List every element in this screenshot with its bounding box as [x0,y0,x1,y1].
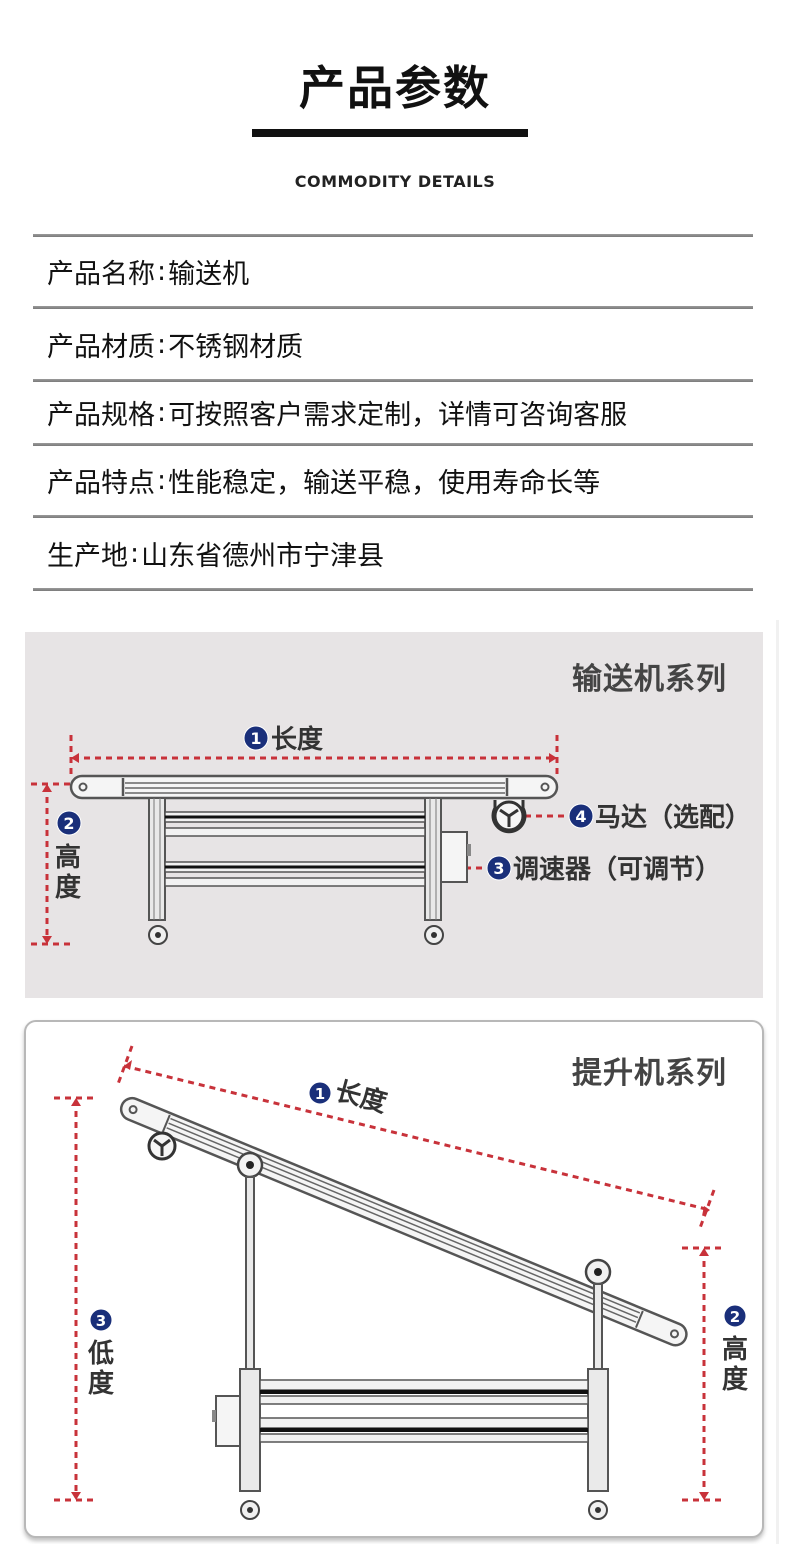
spec-separator: : [157,465,167,496]
spec-value: 性能稳定，输送平稳，使用寿命长等 [168,468,601,499]
badge-num: 3 [493,859,504,878]
conveyor-diagram-panel: 输送机系列 [25,632,763,998]
conveyor-series-title: 输送机系列 [572,662,727,697]
elevator-series-title: 提升机系列 [572,1056,727,1091]
spec-separator: : [157,328,167,360]
spec-row-name: 产品名称:输送机 [33,237,753,306]
page-edge [776,620,779,1544]
divider [33,443,753,446]
divider [33,379,753,382]
incline-belt [119,1096,688,1347]
spec-separator: : [130,537,140,569]
conveyor-drawing: 1 2 3 4 长度 高 度 调速器（可调节） 马达（选配） [31,724,751,946]
page-title: 产品参数 [299,61,491,115]
divider [33,234,753,237]
label-height-top: 高 [722,1334,748,1365]
spec-label: 产品材质 [47,331,155,363]
badge-num: 2 [730,1308,740,1326]
spec-separator: : [157,256,167,287]
label-speed-controller: 调速器（可调节） [513,855,721,885]
spec-value: 可按照客户需求定制，详情可咨询客服 [168,400,628,431]
spec-label: 产品规格 [47,400,155,431]
elevator-diagram-panel: 提升机系列 [24,1020,764,1538]
badge-num: 4 [575,807,586,826]
motor-icon [147,1131,177,1161]
label-height-top: 高 [55,842,81,873]
spec-row-features: 产品特点:性能稳定，输送平稳，使用寿命长等 [33,446,753,515]
badge-num: 1 [315,1085,325,1103]
spec-value: 不锈钢材质 [168,331,304,363]
title-underline [252,129,528,137]
label-motor: 马达（选配） [595,803,751,833]
label-length: 长度 [332,1076,390,1119]
elevator-drawing: 1 3 2 长度 低 度 高 度 [54,1045,748,1520]
spec-label: 生产地 [47,540,128,572]
label-length: 长度 [271,724,323,755]
label-low-height-bottom: 度 [88,1368,114,1399]
divider [33,588,753,591]
spec-row-material: 产品材质:不锈钢材质 [33,309,753,379]
spec-table: 产品名称:输送机 产品材质:不锈钢材质 产品规格:可按照客户需求定制，详情可咨询… [33,234,753,591]
spec-value: 输送机 [168,259,250,290]
label-low-height-top: 低 [87,1339,114,1369]
divider [33,515,753,518]
badge-num: 3 [96,1312,106,1330]
badge-num: 1 [250,729,261,748]
page-subtitle: COMMODITY DETAILS [294,172,496,191]
spec-row-origin: 生产地:山东省德州市宁津县 [33,518,753,588]
spec-row-spec: 产品规格:可按照客户需求定制，详情可咨询客服 [33,382,753,443]
spec-separator: : [157,397,167,428]
dimension-lines [31,735,573,946]
section-header: 产品参数 COMMODITY DETAILS [0,0,790,230]
label-height-bottom: 度 [55,872,81,903]
spec-label: 产品特点 [47,468,155,499]
spec-label: 产品名称 [47,259,155,290]
label-height-bottom: 度 [722,1364,748,1395]
divider [33,306,753,309]
spec-value: 山东省德州市宁津县 [141,540,385,572]
badge-num: 2 [63,814,74,833]
